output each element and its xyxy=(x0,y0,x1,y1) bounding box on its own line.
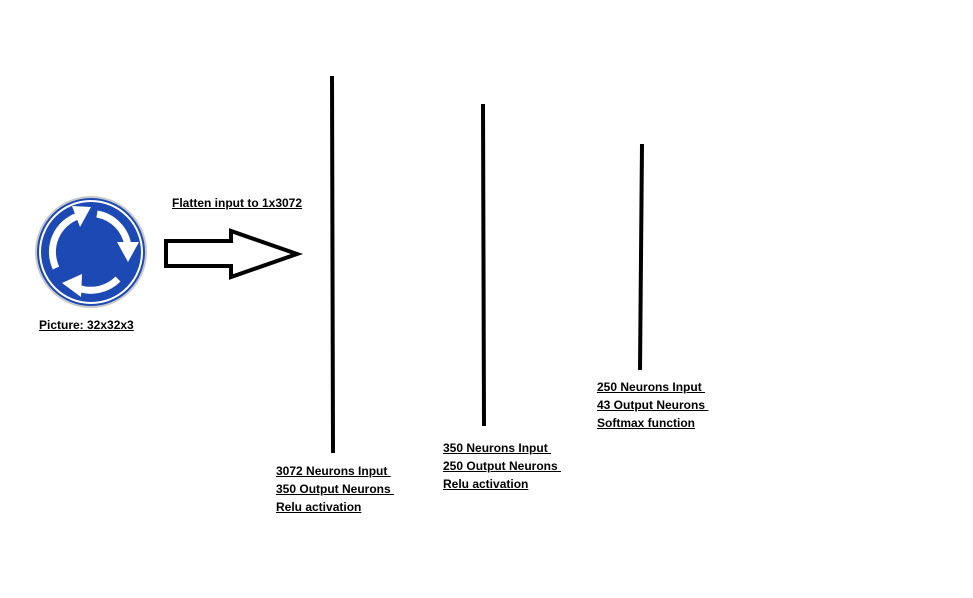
layer-2-input-text: 350 Neurons Input xyxy=(443,441,552,455)
layer-1-input-text: 3072 Neurons Input xyxy=(276,464,391,478)
layer-2-output-text: 250 Output Neurons xyxy=(443,459,562,473)
flatten-arrow xyxy=(164,228,304,280)
layer-3-bar xyxy=(638,143,644,371)
roundabout-sign-icon xyxy=(35,196,147,308)
layer-1-bar xyxy=(330,75,335,454)
layer-1-description: 3072 Neurons Input 350 Output Neurons Re… xyxy=(276,462,394,516)
layer-2-description: 350 Neurons Input 250 Output Neurons Rel… xyxy=(443,439,561,493)
flatten-label: Flatten input to 1x3072 xyxy=(172,196,303,210)
layer-2-bar xyxy=(481,103,486,427)
layer-3-input-text: 250 Neurons Input xyxy=(597,380,706,394)
layer-2-activation-text: Relu activation xyxy=(443,477,529,491)
layer-3-output-text: 43 Output Neurons xyxy=(597,398,709,412)
layer-3-description: 250 Neurons Input 43 Output Neurons Soft… xyxy=(597,378,708,432)
layer-1-activation-text: Relu activation xyxy=(276,500,362,514)
layer-1-output-text: 350 Output Neurons xyxy=(276,482,395,496)
input-label: Picture: 32x32x3 xyxy=(39,318,134,332)
layer-3-activation-text: Softmax function xyxy=(597,416,695,430)
